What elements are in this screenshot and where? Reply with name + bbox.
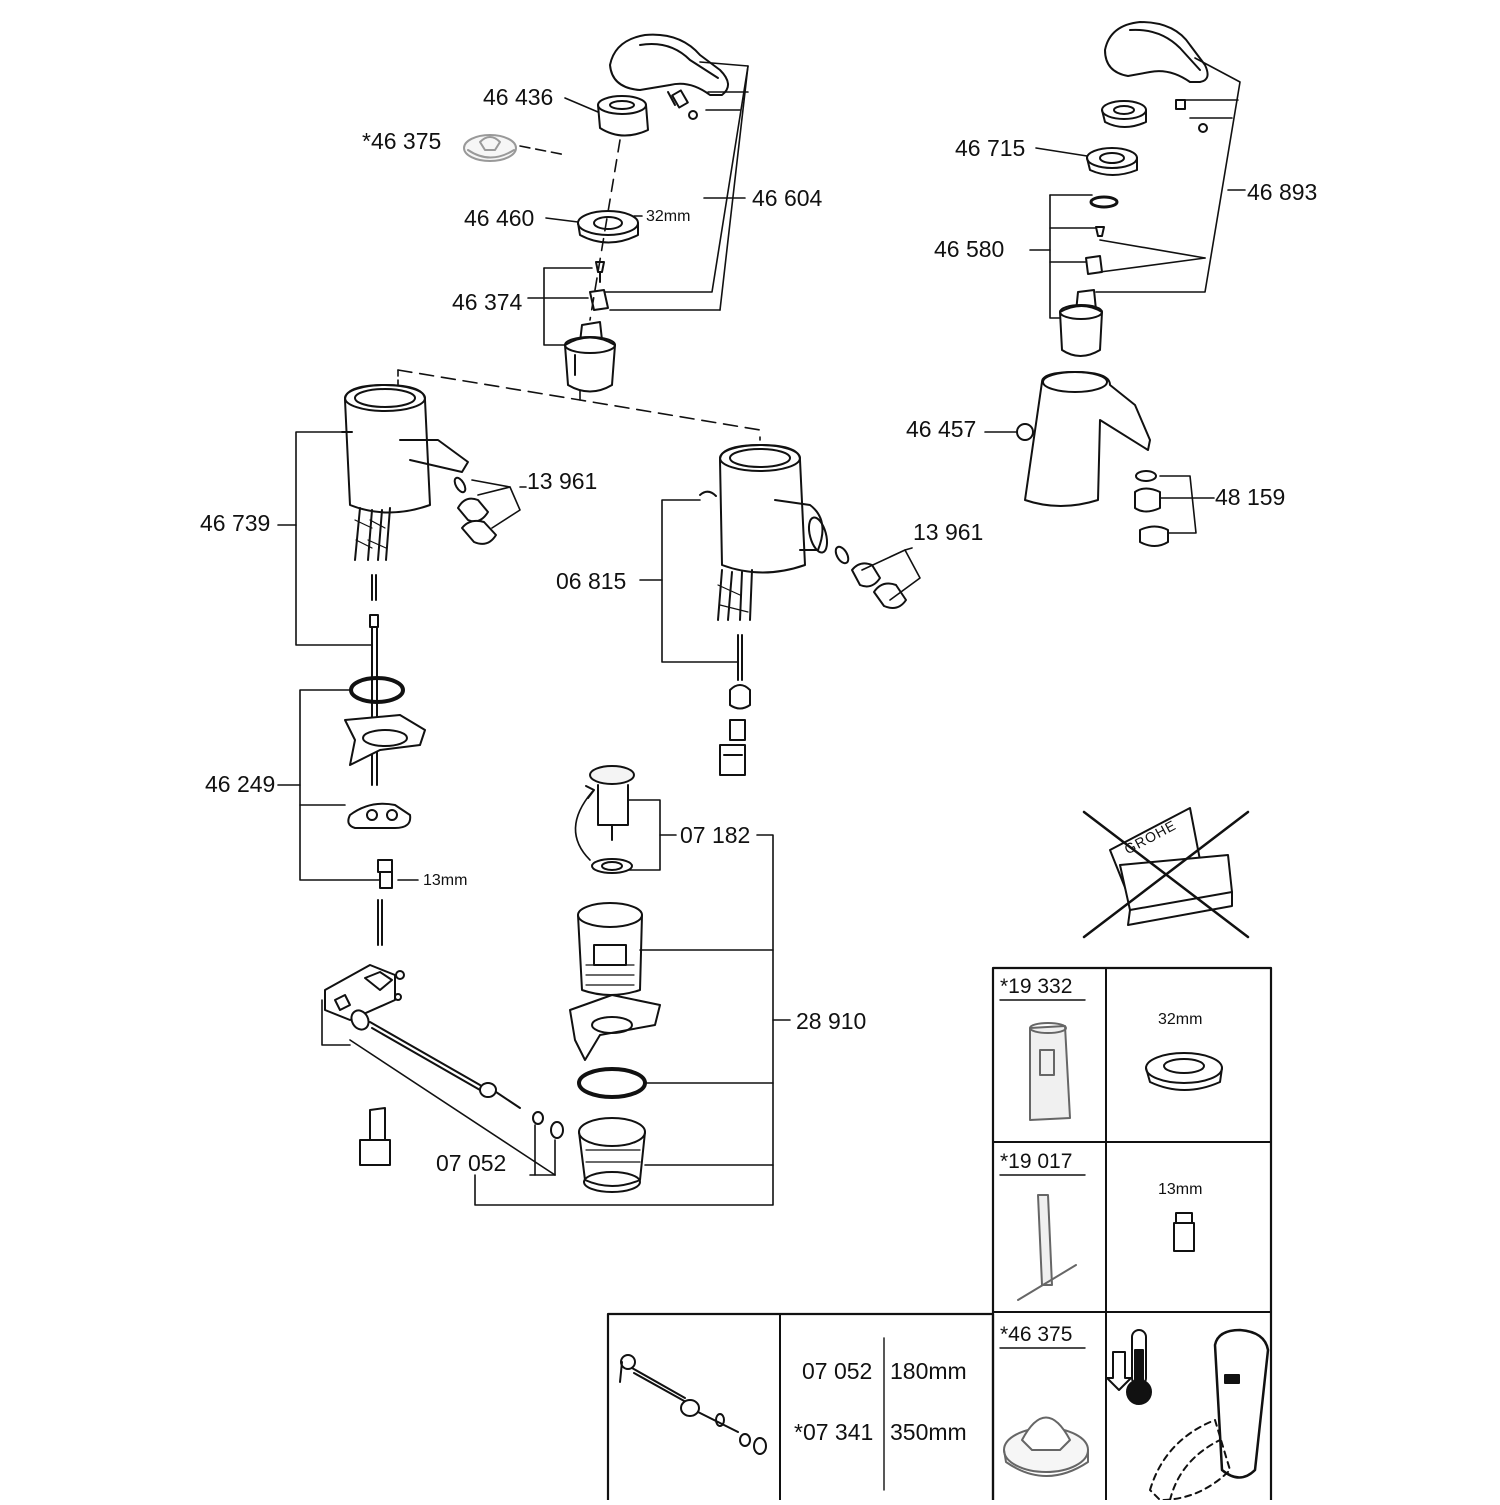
part-label-46249: 46 249	[205, 771, 276, 797]
pop-up-plug-07182	[574, 765, 635, 874]
nut-32mm-icon	[1145, 1052, 1223, 1091]
size-label-32mm-left: 32mm	[646, 208, 691, 225]
nut-46715	[1086, 147, 1138, 176]
hose-left	[354, 507, 391, 561]
part-label-46739: 46 739	[200, 510, 271, 536]
temperature-icon	[1106, 1329, 1152, 1405]
callout-lines-right-body	[984, 431, 1215, 534]
cartridge-right	[1059, 289, 1103, 357]
rod-length-350mm: 350mm	[890, 1419, 967, 1445]
tools-grid	[991, 966, 1273, 1505]
rod-table	[606, 1312, 995, 1505]
connectors-bidet	[719, 719, 746, 776]
gasket-28910	[577, 1067, 647, 1099]
handle-lever-left	[609, 33, 729, 106]
callout-lines-left-stack	[519, 61, 749, 401]
mixer-body-bidet	[699, 444, 829, 574]
part-label-46375: *46 375	[362, 128, 442, 154]
part-label-46893: 46 893	[1247, 179, 1318, 205]
callout-lines-right-stack	[1029, 57, 1246, 319]
bidet-rod	[729, 634, 751, 710]
screw-right	[1095, 226, 1105, 237]
nut-46460	[577, 210, 639, 244]
callout-lines-waste	[321, 799, 791, 1206]
sink-section-b	[569, 994, 661, 1061]
hose-bidet	[717, 569, 753, 621]
part-label-46436: 46 436	[483, 84, 554, 110]
tool-label-19332: *19 332	[1000, 975, 1073, 998]
part-label-07182: 07 182	[680, 822, 751, 848]
clip-46375	[463, 134, 517, 162]
ring-46580	[1089, 195, 1119, 209]
tool-label-19017: *19 017	[1000, 1150, 1073, 1173]
aerator-13961-right	[834, 545, 907, 609]
adapter-right	[1085, 255, 1103, 275]
linkage-07052	[324, 964, 564, 1139]
tool-19017-icon	[1017, 1194, 1077, 1301]
handle-orientation-icon	[1149, 1328, 1270, 1501]
tool-label-46375: *46 375	[1000, 1323, 1073, 1346]
rod-length-180mm: 180mm	[890, 1358, 967, 1384]
part-label-48159: 48 159	[1215, 484, 1286, 510]
sink-section-a	[344, 714, 426, 766]
lift-rod-left	[369, 574, 379, 786]
rod-code-07052: 07 052	[802, 1358, 873, 1384]
handle-lever-right	[1104, 21, 1209, 83]
grub-screw-left	[671, 89, 698, 120]
mixer-body-right	[1016, 371, 1151, 507]
cap-right	[1101, 100, 1147, 128]
part-label-46460: 46 460	[464, 205, 535, 231]
waste-body-28910	[577, 902, 643, 996]
rod-code-07341: *07 341	[794, 1419, 874, 1445]
grub-screw-right	[1175, 99, 1208, 133]
fitting-13mm-icon	[1173, 1212, 1195, 1252]
size-label-13mm-left: 13mm	[423, 872, 468, 889]
tool-19332-icon	[1029, 1022, 1071, 1121]
cartridge-left	[564, 321, 616, 393]
cap-46436	[597, 95, 649, 137]
rod-pushpull	[377, 899, 383, 946]
fitting-13mm	[377, 859, 393, 889]
fixing-plate-46249	[347, 802, 412, 829]
crossed-cleaner-icon	[1082, 807, 1250, 939]
callout-lines-left-body	[277, 431, 527, 646]
part-label-46715: 46 715	[955, 135, 1026, 161]
tool-size-32mm: 32mm	[1158, 1011, 1203, 1028]
aerator-48159	[1134, 470, 1169, 547]
seal-ring-46249	[349, 676, 405, 704]
connectors-left	[359, 1107, 391, 1166]
part-label-13961-left: 13 961	[527, 468, 598, 494]
part-label-06815: 06 815	[556, 568, 627, 594]
tailpiece-28910	[578, 1117, 646, 1193]
part-label-46580: 46 580	[934, 236, 1005, 262]
part-label-46374: 46 374	[452, 289, 523, 315]
callout-lines-bidet	[397, 369, 921, 663]
clip-46375-icon	[1003, 1416, 1089, 1477]
callout-lines-46249	[277, 689, 419, 881]
part-label-13961-right: 13 961	[913, 519, 984, 545]
part-label-07052: 07 052	[436, 1150, 507, 1176]
part-label-46457: 46 457	[906, 416, 977, 442]
part-label-46604: 46 604	[752, 185, 823, 211]
rod-assembly-icon	[619, 1354, 767, 1455]
mixer-body-left	[341, 384, 469, 514]
tool-size-13mm: 13mm	[1158, 1181, 1203, 1198]
part-label-28910: 28 910	[796, 1008, 867, 1034]
aerator-13961-left	[453, 476, 497, 545]
